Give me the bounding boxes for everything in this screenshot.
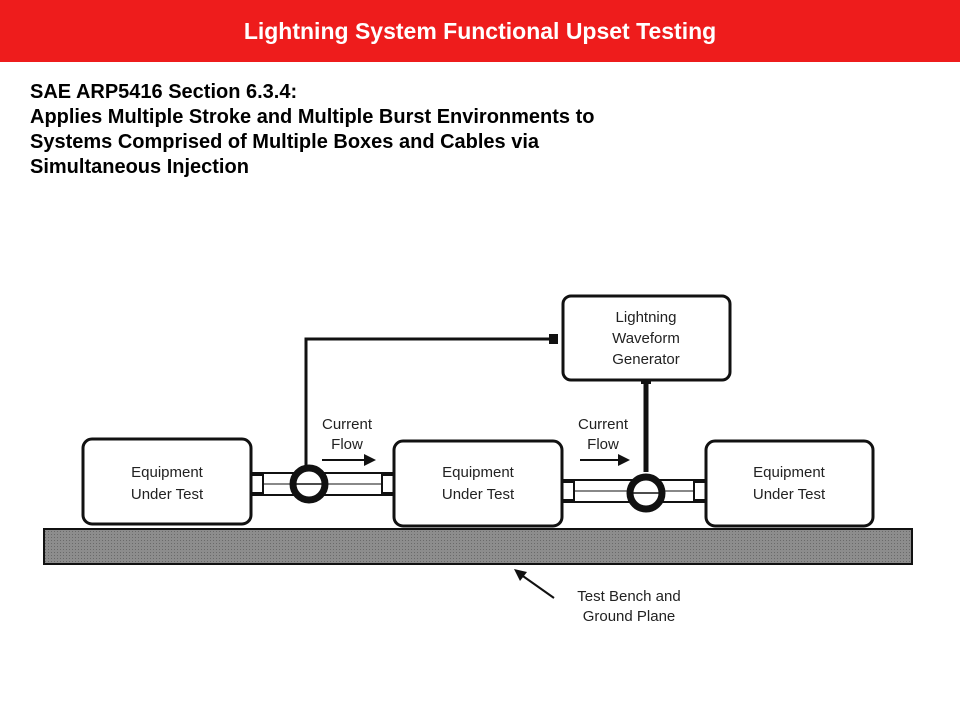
title-bar: Lightning System Functional Upset Testin… xyxy=(0,0,960,62)
equipment-3-label-line-1: Equipment xyxy=(753,464,826,481)
subtitle-line-1: SAE ARP5416 Section 6.3.4: xyxy=(30,81,298,103)
equipment-2-label-line-2: Under Test xyxy=(442,486,515,503)
injection-clamp-1 xyxy=(289,464,329,504)
equipment-box-3: Equipment Under Test xyxy=(704,439,875,528)
equipment-1-label-line-1: Equipment xyxy=(131,464,204,481)
equipment-box-2: Equipment Under Test xyxy=(392,439,564,528)
equipment-1-label-line-2: Under Test xyxy=(131,486,204,503)
subtitle-block: SAE ARP5416 Section 6.3.4: Applies Multi… xyxy=(30,80,930,180)
equipment-2-label-line-1: Equipment xyxy=(442,464,515,481)
test-bench xyxy=(43,528,913,565)
current-flow-1-line-1: Current xyxy=(322,416,373,433)
generator-label-line-3: Generator xyxy=(612,351,680,368)
bench-label-line-1: Test Bench and xyxy=(577,588,680,605)
current-flow-1-line-2: Flow xyxy=(331,436,363,453)
subtitle-line-3: Systems Comprised of Multiple Boxes and … xyxy=(30,131,540,153)
equipment-box-1: Equipment Under Test xyxy=(81,437,253,526)
subtitle-line-2: Applies Multiple Stroke and Multiple Bur… xyxy=(30,106,595,128)
current-flow-1: Current Flow xyxy=(322,416,376,466)
arrow-right-icon xyxy=(322,454,376,466)
bench-label-line-2: Ground Plane xyxy=(583,608,676,625)
waveform-generator: Lightning Waveform Generator xyxy=(561,294,732,382)
generator-label-line-1: Lightning xyxy=(616,309,677,326)
equipment-3-label-line-2: Under Test xyxy=(753,486,826,503)
generator-label-line-2: Waveform xyxy=(612,330,680,347)
page-title: Lightning System Functional Upset Testin… xyxy=(243,17,717,44)
arrow-right-icon xyxy=(580,454,630,466)
current-flow-2-line-1: Current xyxy=(578,416,629,433)
subtitle-line-4: Simultaneous Injection xyxy=(30,156,249,178)
injection-clamp-2 xyxy=(626,473,666,513)
current-flow-2-line-2: Flow xyxy=(587,436,619,453)
current-flow-2: Current Flow xyxy=(578,416,630,466)
bench-pointer xyxy=(514,569,555,599)
feed-cable-1 xyxy=(304,337,554,467)
